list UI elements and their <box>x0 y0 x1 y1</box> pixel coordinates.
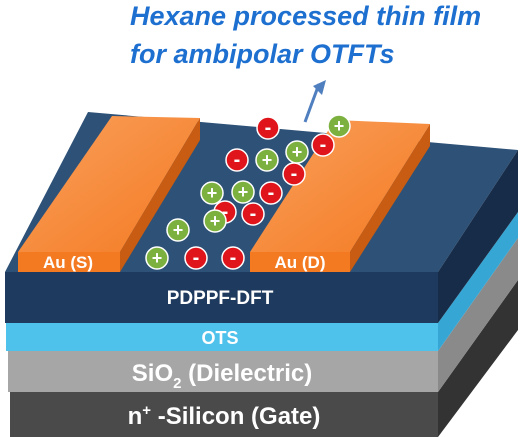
drain-electrode-label: Au (D) <box>275 253 326 272</box>
dielectric-layer-side <box>438 238 518 392</box>
electron-charge: - <box>311 133 335 157</box>
svg-text:-: - <box>230 247 237 269</box>
svg-text:-: - <box>268 182 275 204</box>
source-electrode-label: Au (S) <box>43 253 93 272</box>
dielectric-layer-label: SiO2 (Dielectric) <box>132 360 312 392</box>
svg-text:-: - <box>193 247 200 269</box>
svg-text:-: - <box>265 117 272 139</box>
svg-text:+: + <box>292 142 303 162</box>
svg-text:+: + <box>207 183 218 203</box>
diagram-title-line-1: Hexane processed thin film <box>130 1 482 31</box>
semiconductor-label: PDPPF-DFT <box>167 288 274 309</box>
hole-charge: + <box>203 209 227 233</box>
svg-text:-: - <box>291 163 298 185</box>
dielectric-layer-front <box>8 351 438 392</box>
semiconductor-front <box>5 272 438 323</box>
svg-text:-: - <box>320 134 327 156</box>
ots-layer-front <box>6 323 438 351</box>
svg-text:-: - <box>222 201 229 223</box>
hole-charge: + <box>145 246 169 270</box>
gate-layer: n+ -Silicon (Gate) <box>10 280 518 437</box>
gate-layer-front <box>10 392 438 437</box>
svg-text:+: + <box>238 182 249 202</box>
svg-text:+: + <box>210 211 221 231</box>
ots-layer: OTS <box>6 212 518 351</box>
electron-charge: - <box>221 246 245 270</box>
gate-layer-side <box>438 280 518 437</box>
electron-charge: - <box>282 162 306 186</box>
hole-charge: + <box>255 148 279 172</box>
ots-layer-label: OTS <box>201 328 238 348</box>
drain-electrode-front <box>250 252 350 272</box>
svg-text:-: - <box>234 149 241 171</box>
electron-charge: - <box>184 246 208 270</box>
svg-text:+: + <box>152 248 163 268</box>
drain-electrode-side <box>350 124 430 272</box>
svg-text:-: - <box>250 203 257 225</box>
charge-carriers: -++--+-++--+-++-- <box>145 114 351 270</box>
semiconductor-side <box>438 150 518 323</box>
source-electrode-front <box>18 252 120 272</box>
hole-charge: + <box>200 181 224 205</box>
electron-charge: - <box>259 181 283 205</box>
svg-text:+: + <box>262 150 273 170</box>
svg-text:+: + <box>173 220 184 240</box>
source-electrode-side <box>120 118 200 272</box>
source-electrode-top <box>18 116 200 252</box>
electron-charge: - <box>225 148 249 172</box>
hole-charge: + <box>231 180 255 204</box>
dielectric-layer: SiO2 (Dielectric) <box>8 238 518 392</box>
film-pointer-arrow <box>303 80 326 123</box>
drain-electrode: Au (D) <box>250 120 430 272</box>
gate-layer-label: n+ -Silicon (Gate) <box>128 402 321 430</box>
hole-charge: + <box>285 140 309 164</box>
hole-charge: + <box>327 114 351 138</box>
ots-layer-side <box>438 212 518 351</box>
electron-charge: - <box>256 116 280 140</box>
electron-charge: - <box>241 202 265 226</box>
hole-charge: + <box>166 218 190 242</box>
drain-electrode-top <box>250 120 430 252</box>
diagram-title-line-2: for ambipolar OTFTs <box>130 39 395 69</box>
source-electrode: Au (S) <box>18 116 200 272</box>
svg-text:+: + <box>334 116 345 136</box>
